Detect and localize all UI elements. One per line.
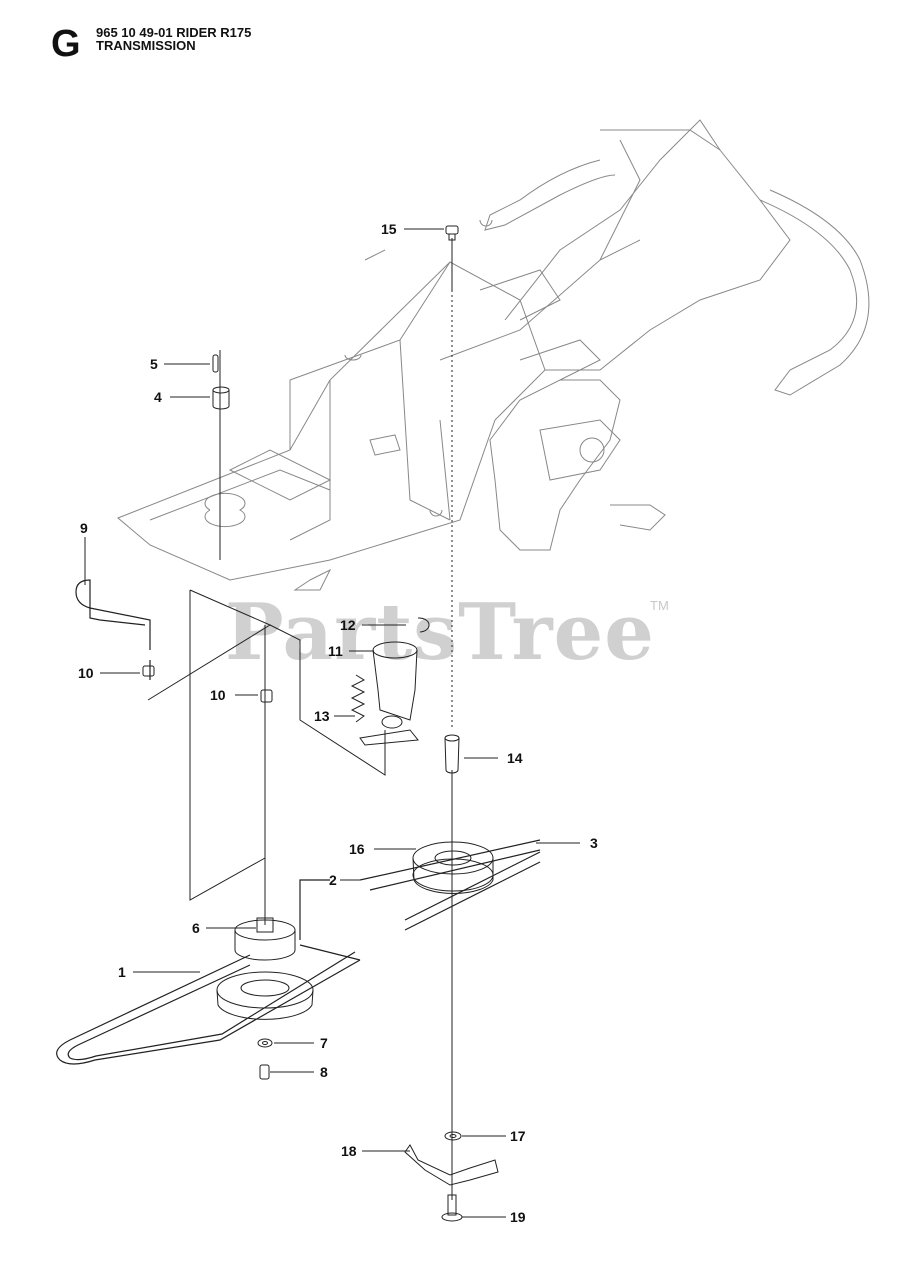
- part-3-belt: [359, 839, 541, 931]
- callout-13: 13: [314, 708, 330, 724]
- callout-19: 19: [510, 1209, 526, 1225]
- callout-4: 4: [154, 389, 162, 405]
- callout-14: 14: [507, 750, 523, 766]
- model-line: 965 10 49-01 RIDER R175: [96, 25, 252, 40]
- part-6-pulley-assembly: [216, 917, 314, 1020]
- tractor-frame: [117, 119, 870, 591]
- watermark-tm: TM: [650, 598, 669, 613]
- part-4-spacer: [212, 386, 230, 410]
- section-title: TRANSMISSION: [96, 38, 196, 53]
- part-10-nut-right: [260, 689, 273, 703]
- callout-11: 11: [328, 643, 343, 659]
- callout-9: 9: [80, 520, 88, 536]
- group-bracket-left: [189, 590, 266, 901]
- section-letter: G: [51, 23, 81, 65]
- callout-10-left: 10: [78, 665, 94, 681]
- callout-7: 7: [320, 1035, 328, 1051]
- part-14-bushing: [444, 734, 460, 774]
- part-18-bracket: [404, 1144, 499, 1186]
- part-12-circlip: [417, 617, 430, 633]
- callout-12: 12: [340, 617, 356, 633]
- part-1-belt: [56, 951, 361, 1065]
- part-16-idler-pulley: [412, 841, 494, 894]
- group-bracket-9: [147, 589, 272, 701]
- part-13-spring: [350, 674, 366, 723]
- callout-5: 5: [150, 356, 158, 372]
- callout-18: 18: [341, 1143, 357, 1159]
- callout-16: 16: [349, 841, 365, 857]
- callout-10-right: 10: [210, 687, 226, 703]
- part-10-nut-left: [142, 665, 155, 677]
- part-17-washer: [444, 1131, 462, 1141]
- callout-8: 8: [320, 1064, 328, 1080]
- part-5-pin: [212, 354, 219, 373]
- leader-lines: [84, 228, 580, 1218]
- callout-17: 17: [510, 1128, 526, 1144]
- part-15-bolt: [445, 225, 459, 241]
- part-8-bolt: [259, 1064, 270, 1080]
- callout-1: 1: [118, 964, 126, 980]
- callout-3: 3: [590, 835, 598, 851]
- part-9-rod: [75, 579, 151, 680]
- part-11-idler-arm: [359, 641, 419, 746]
- callout-15: 15: [381, 221, 397, 237]
- callout-6: 6: [192, 920, 200, 936]
- part-7-washer: [257, 1038, 273, 1048]
- part-2-belt: [299, 879, 361, 961]
- callout-2: 2: [329, 872, 337, 888]
- watermark: PartsTree: [225, 587, 655, 678]
- group-bracket-11: [269, 624, 386, 776]
